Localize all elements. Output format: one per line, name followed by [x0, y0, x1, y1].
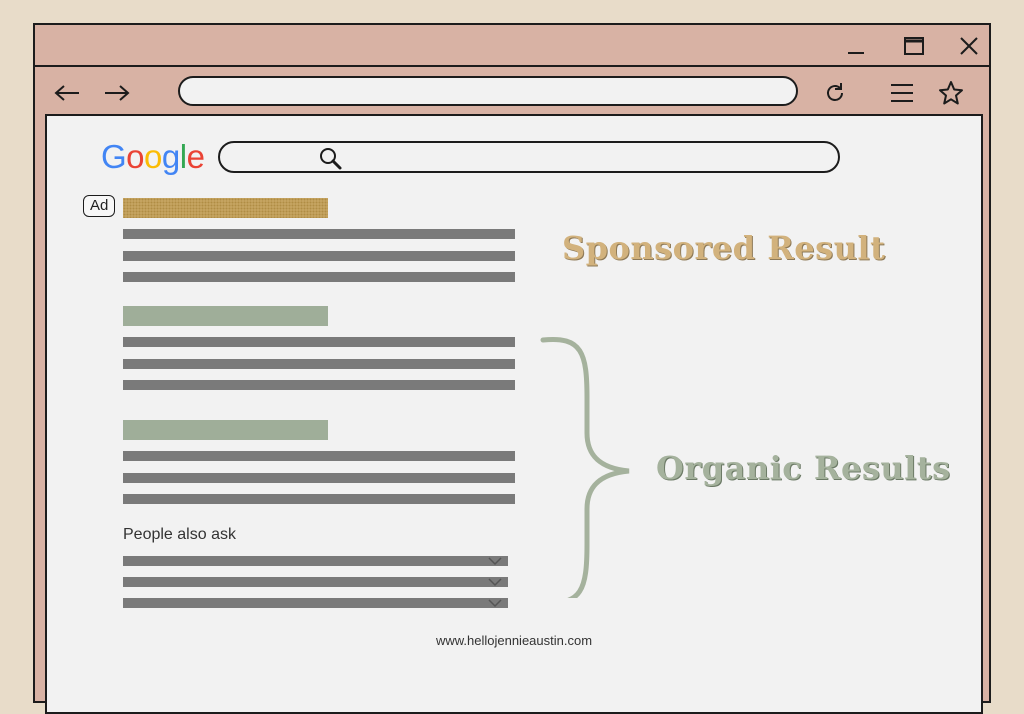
sponsored-result-annotation: Sponsored Result	[562, 229, 886, 267]
back-arrow-icon[interactable]	[51, 77, 83, 109]
menu-icon[interactable]	[886, 77, 918, 109]
search-icon[interactable]	[318, 146, 344, 177]
sponsored-result-line	[123, 229, 515, 239]
curly-brace-icon	[540, 336, 630, 598]
google-logo[interactable]: Google	[101, 138, 205, 176]
browser-window: Google Ad People also ask Sponsored Resu…	[33, 23, 991, 714]
people-also-ask-question[interactable]	[123, 598, 508, 608]
organic-result-line	[123, 359, 515, 369]
logo-letter: g	[161, 138, 180, 175]
address-bar[interactable]	[178, 76, 798, 106]
organic-result-line	[123, 337, 515, 347]
sponsored-result-title[interactable]	[123, 198, 328, 218]
logo-letter: e	[186, 138, 205, 175]
close-icon[interactable]	[954, 33, 984, 59]
organic-result-title[interactable]	[123, 420, 328, 440]
ad-badge: Ad	[83, 195, 116, 217]
logo-letter: o	[126, 138, 145, 175]
organic-result-line	[123, 473, 515, 483]
chevron-down-icon[interactable]	[487, 555, 503, 567]
people-also-ask-question[interactable]	[123, 556, 508, 566]
logo-letter: o	[144, 138, 162, 175]
sponsored-result-line	[123, 272, 515, 282]
sponsored-result-line	[123, 251, 515, 261]
people-also-ask-question[interactable]	[123, 577, 508, 587]
maximize-icon[interactable]	[899, 33, 929, 59]
organic-result-line	[123, 451, 515, 461]
forward-arrow-icon[interactable]	[101, 77, 133, 109]
title-bar	[35, 25, 989, 67]
footer-url[interactable]: www.hellojennieaustin.com	[435, 633, 593, 648]
logo-letter: l	[179, 138, 187, 175]
organic-result-line	[123, 494, 515, 504]
organic-results-annotation: Organic Results	[656, 449, 951, 487]
organic-result-line	[123, 380, 515, 390]
reload-icon[interactable]	[819, 77, 851, 109]
page-viewport: Google Ad People also ask Sponsored Resu…	[45, 114, 983, 714]
chevron-down-icon[interactable]	[487, 597, 503, 609]
search-input[interactable]	[218, 141, 840, 173]
people-also-ask-heading: People also ask	[123, 526, 236, 543]
minimize-icon[interactable]	[841, 33, 871, 59]
organic-result-title[interactable]	[123, 306, 328, 326]
chevron-down-icon[interactable]	[487, 576, 503, 588]
star-icon[interactable]	[935, 77, 967, 109]
logo-letter: G	[101, 138, 127, 175]
